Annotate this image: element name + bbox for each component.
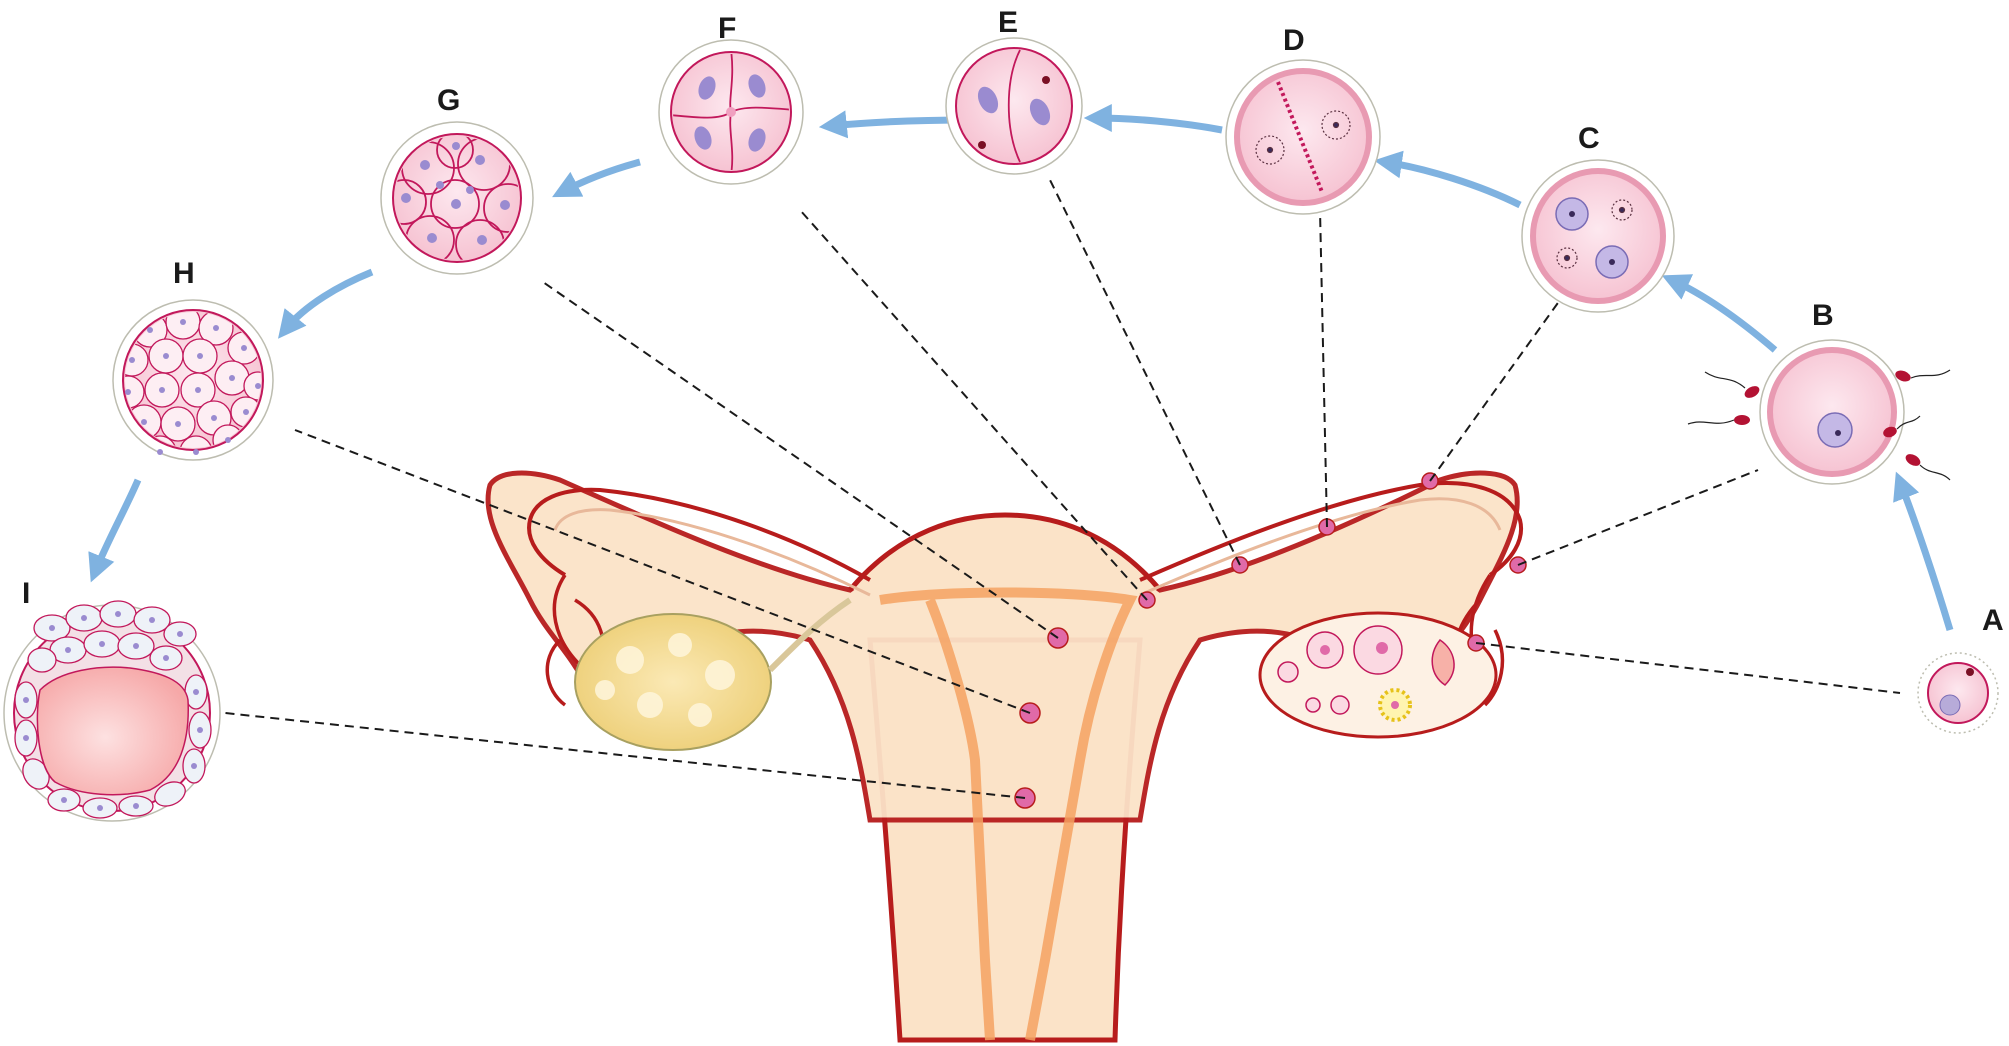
leader-e: [1049, 179, 1241, 566]
progression-arrows: [88, 104, 1954, 632]
arrow-c-to-d: [1373, 150, 1522, 209]
oocyte-nucleus: [1939, 694, 1961, 716]
leader-f: [799, 209, 1148, 601]
blastomere-nucleus-2: [1029, 98, 1051, 126]
fallopian-tube-right-inner: [1139, 497, 1502, 597]
sperm-cells: [1734, 370, 1921, 466]
blastocoel: [36, 666, 189, 796]
leader-a: [1475, 642, 1901, 694]
arrow-a-to-b: [1893, 471, 1954, 632]
spindle-poles: [1255, 110, 1351, 165]
stage-c-pronuclei: [1521, 159, 1675, 313]
leader-b: [1517, 469, 1759, 566]
fallopian-tube-left-inner: [553, 508, 871, 597]
stage-label-h: H: [173, 257, 195, 290]
endometrium: [879, 587, 1138, 1041]
stage-b-fertilization: [1687, 339, 1951, 485]
leader-d: [1319, 209, 1328, 528]
blastomere-nucleus-1: [977, 86, 999, 114]
uterus-fundus: [848, 512, 1162, 592]
stage-label-a: A: [1982, 604, 2004, 637]
leader-c: [1429, 299, 1561, 482]
arrow-b-to-c: [1661, 274, 1778, 353]
stage-label-b: B: [1812, 299, 1834, 332]
zygote-nucleus: [1817, 412, 1853, 448]
stage-d-first-division: [1225, 59, 1381, 215]
arrow-g-to-h: [277, 268, 374, 339]
stage-g-eight-cell: [380, 121, 534, 275]
stage-f-four-cell: [658, 39, 804, 185]
stage-label-i: I: [22, 577, 30, 610]
stage-e-two-cell: [945, 37, 1083, 175]
stage-label-c: C: [1578, 122, 1600, 155]
stage-label-g: G: [437, 84, 460, 117]
ovary-right-follicles: [1277, 625, 1455, 722]
stage-a-oocyte: [1917, 652, 1999, 734]
ovarian-ligament-left: [767, 597, 852, 673]
leader-h: [294, 429, 1031, 714]
uterus: [485, 470, 1524, 1043]
centrosomes-c: [1556, 199, 1633, 269]
arrow-d-to-e: [1083, 104, 1223, 134]
stage-label-e: E: [998, 6, 1018, 39]
arrow-h-to-i: [88, 478, 142, 583]
ovary-left-texture: [595, 633, 735, 727]
stage-h-morula: [112, 299, 274, 461]
stage-i-blastocyst: [3, 600, 221, 822]
stage-label-f: F: [718, 12, 736, 45]
arrow-f-to-g: [552, 158, 641, 198]
stage-label-d: D: [1283, 24, 1305, 57]
fallopian-tube-left: [527, 487, 871, 582]
metaphase-plate: [1276, 81, 1324, 193]
leader-lines: [224, 179, 1901, 799]
